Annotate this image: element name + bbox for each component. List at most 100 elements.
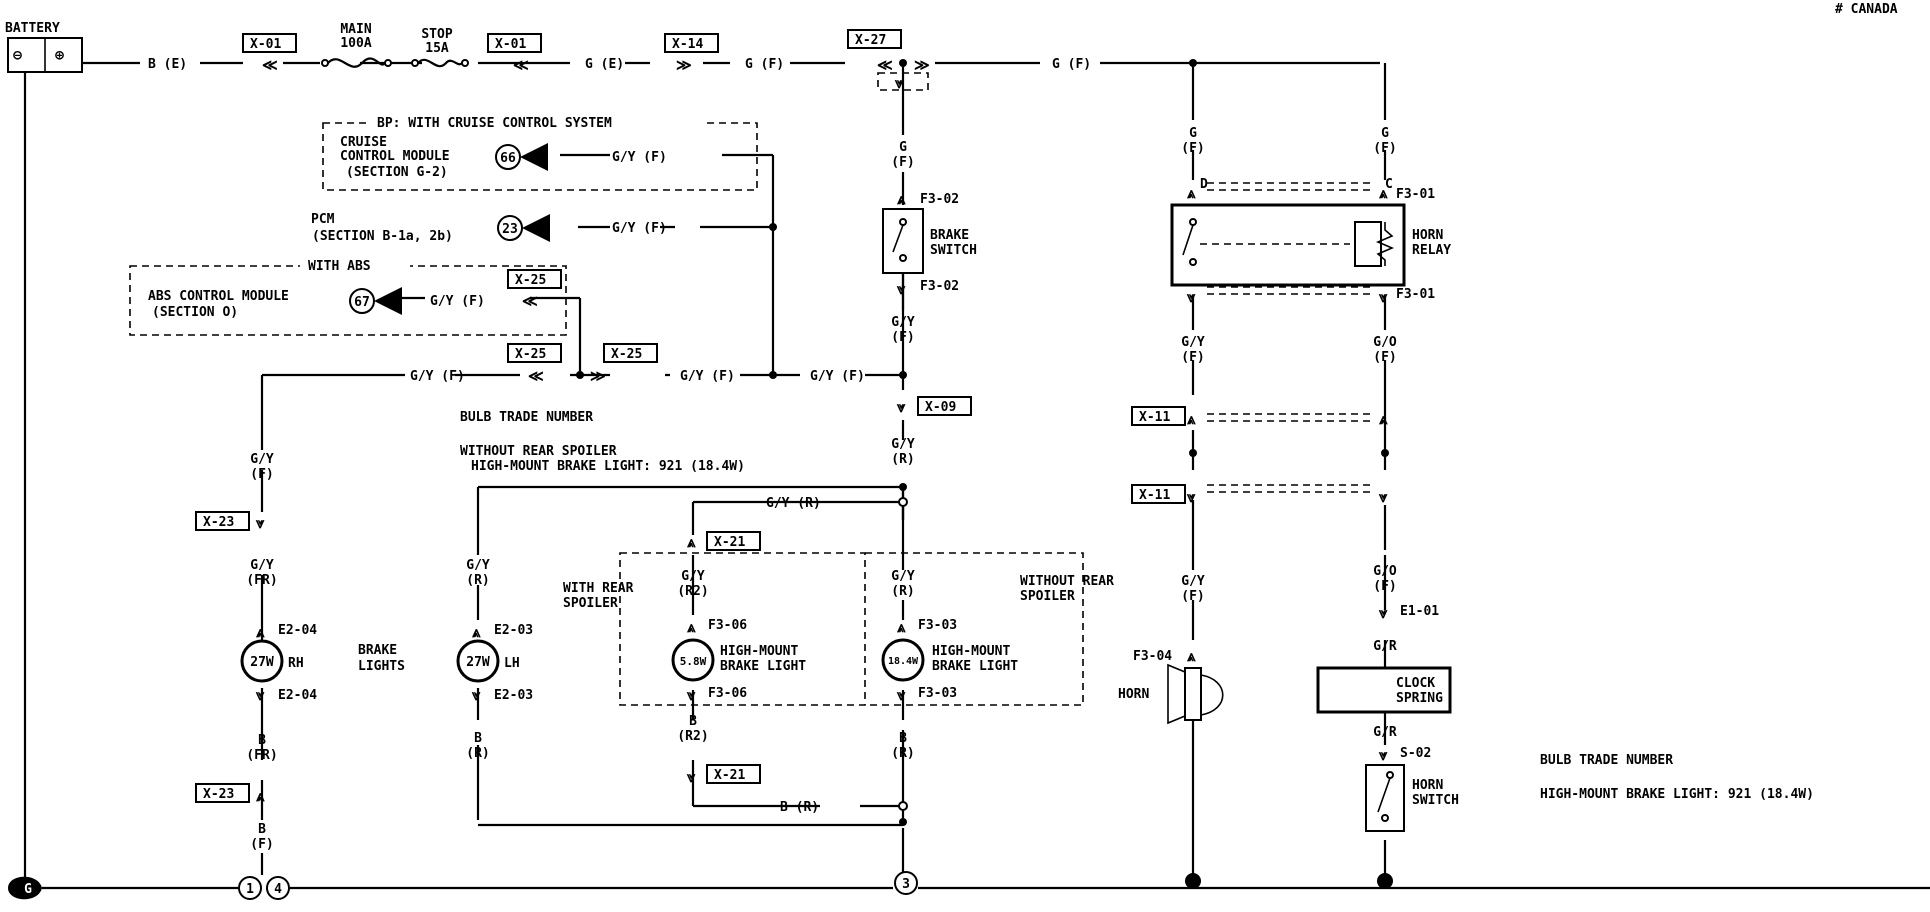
connector-arrow-icon: ⩔: [255, 514, 265, 532]
pcm-pin: 23: [502, 222, 518, 237]
svg-text:HIGH-MOUNT BRAKE LIGHT: 921: HIGH-MOUNT BRAKE LIGHT: 921 (18.4W): [471, 459, 745, 474]
svg-text:CRUISE: CRUISE: [340, 135, 387, 150]
svg-text:(F): (F): [1373, 579, 1396, 594]
svg-text:HORN: HORN: [1412, 228, 1443, 243]
stop-fuse: STOP 15A: [411, 27, 469, 68]
svg-text:(SECTION G-2): (SECTION G-2): [346, 165, 448, 180]
svg-text:BRAKE LIGHT: BRAKE LIGHT: [720, 659, 806, 674]
svg-text:SPOILER: SPOILER: [563, 596, 618, 611]
svg-text:PCM: PCM: [311, 212, 335, 227]
connector-arrow-icon: ⩔: [686, 686, 696, 704]
svg-text:SWITCH: SWITCH: [1412, 793, 1459, 808]
svg-text:(F): (F): [1181, 141, 1204, 156]
svg-text:(FR): (FR): [246, 748, 277, 763]
connector-arrow-icon: ⩓: [1186, 410, 1196, 428]
svg-text:E1-01: E1-01: [1400, 604, 1439, 619]
svg-text:(SECTION O): (SECTION O): [152, 305, 238, 320]
svg-text:HIGH-MOUNT BRAKE LIGHT: 921: HIGH-MOUNT BRAKE LIGHT: 921 (18.4W): [1540, 787, 1814, 802]
svg-text:(F): (F): [891, 330, 914, 345]
connector-arrow-icon: ⩔: [1186, 288, 1196, 306]
main-fuse: MAIN 100A: [321, 22, 392, 68]
connector-arrow-icon: ⩓: [255, 623, 265, 641]
connector-arrow-icon: ⩓: [686, 533, 696, 551]
ground-icon: G: [24, 882, 32, 897]
svg-text:S-02: S-02: [1400, 746, 1431, 761]
battery-positive-icon: ⊕: [55, 46, 64, 64]
connector-x23: X-23: [203, 787, 234, 802]
connector-arrow-icon: ⩔: [1378, 604, 1388, 622]
battery-label: BATTERY: [5, 21, 60, 36]
brake-lights-label: BRAKE: [358, 643, 397, 658]
svg-text:X-25: X-25: [611, 347, 642, 362]
svg-text:LIGHTS: LIGHTS: [358, 659, 405, 674]
wire-label-gyf: G/Y (F): [680, 369, 735, 384]
connector-x14: X-14 ≫: [664, 33, 719, 74]
connector-arrow-icon: ⩓: [686, 618, 696, 636]
svg-text:G/Y: G/Y: [891, 437, 915, 452]
wire-label-gyf: G/Y (F): [612, 221, 667, 236]
svg-text:E2-04: E2-04: [278, 623, 317, 638]
svg-text:G/Y: G/Y: [250, 452, 274, 467]
connector-arrow-icon: ⩔: [1378, 488, 1388, 506]
svg-text:C: C: [1385, 177, 1393, 192]
battery: BATTERY ⊖ ⊕: [5, 21, 83, 73]
svg-text:SPOILER: SPOILER: [1020, 589, 1075, 604]
wire-label-gyf: G/Y (F): [612, 150, 667, 165]
svg-text:(F): (F): [1181, 589, 1204, 604]
brake-light-rh: G/Y (F) X-23 ⩔ G/Y (FR) ⩓ E2-04 27W RH ⩔…: [195, 452, 317, 852]
region-note: # CANADA: [1835, 2, 1898, 17]
connector-x01-left: X-01 ≪: [242, 33, 297, 74]
connector-arrow-icon: ⩔: [1378, 746, 1388, 764]
svg-text:X-11: X-11: [1139, 410, 1170, 425]
abs-pin: 67: [354, 295, 370, 310]
horn-label: HORN: [1118, 687, 1149, 702]
connector-arrow-icon: ≫: [914, 56, 930, 74]
horn-relay: G (F) G (F) ⩓ ⩓ D C F3-01 HORN RELAY ⩔ ⩔…: [1170, 126, 1451, 365]
svg-text:B: B: [899, 731, 907, 746]
svg-text:X-11: X-11: [1139, 488, 1170, 503]
ground-points: 1 4 3 G: [8, 871, 918, 900]
svg-text:(R): (R): [466, 573, 489, 588]
connector-arrow-icon: ⩓: [471, 623, 481, 641]
svg-text:F3-01: F3-01: [1396, 287, 1435, 302]
high-mount-lights: WITH REAR SPOILER WITHOUT REAR SPOILER G…: [563, 496, 1114, 815]
wire-label-ge: G (E): [585, 57, 624, 72]
svg-text:B: B: [689, 714, 697, 729]
bulb-lh-watt: 27W: [466, 655, 490, 670]
svg-text:G/R: G/R: [1373, 639, 1397, 654]
svg-text:WITH REAR: WITH REAR: [563, 581, 634, 596]
svg-text:G/R: G/R: [1373, 725, 1397, 740]
svg-text:G/Y: G/Y: [891, 569, 915, 584]
svg-text:RH: RH: [288, 656, 304, 671]
svg-text:(F): (F): [1181, 350, 1204, 365]
bulb-hm2-watt: 18.4W: [888, 656, 919, 667]
connector-arrow-icon: ⩔: [894, 74, 904, 92]
svg-text:G/Y: G/Y: [681, 569, 705, 584]
wire-label-gyf: G/Y (F): [430, 294, 485, 309]
svg-text:(F): (F): [1373, 350, 1396, 365]
connector-arrow-icon: ≪: [262, 56, 278, 74]
svg-text:(R): (R): [891, 746, 914, 761]
svg-text:D: D: [1200, 177, 1208, 192]
svg-text:RELAY: RELAY: [1412, 243, 1451, 258]
svg-text:F3-04: F3-04: [1133, 649, 1172, 664]
svg-text:(F): (F): [1373, 141, 1396, 156]
svg-text:B: B: [258, 822, 266, 837]
svg-text:CONTROL MODULE: CONTROL MODULE: [340, 149, 450, 164]
connector-arrow-icon: ⩓: [1186, 647, 1196, 665]
connector-arrow-icon: ≫: [590, 367, 606, 385]
svg-text:BRAKE LIGHT: BRAKE LIGHT: [932, 659, 1018, 674]
connector-arrow-icon: ⩓: [1186, 184, 1196, 202]
bp-header: BP: WITH CRUISE CONTROL SYSTEM: [377, 116, 612, 131]
svg-text:E2-04: E2-04: [278, 688, 317, 703]
wire-label-gyf: G/Y (F): [810, 369, 865, 384]
svg-text:BULB TRADE NUMBER: BULB TRADE NUMBER: [1540, 753, 1673, 768]
cruise-pin: 66: [500, 151, 516, 166]
svg-text:F3-01: F3-01: [1396, 187, 1435, 202]
brake-switch-conn-top: F3-02: [920, 192, 959, 207]
horn: G/Y (F) F3-04 ⩓ HORN: [1118, 574, 1224, 725]
svg-text:(F): (F): [250, 837, 273, 852]
svg-text:100A: 100A: [340, 36, 371, 51]
